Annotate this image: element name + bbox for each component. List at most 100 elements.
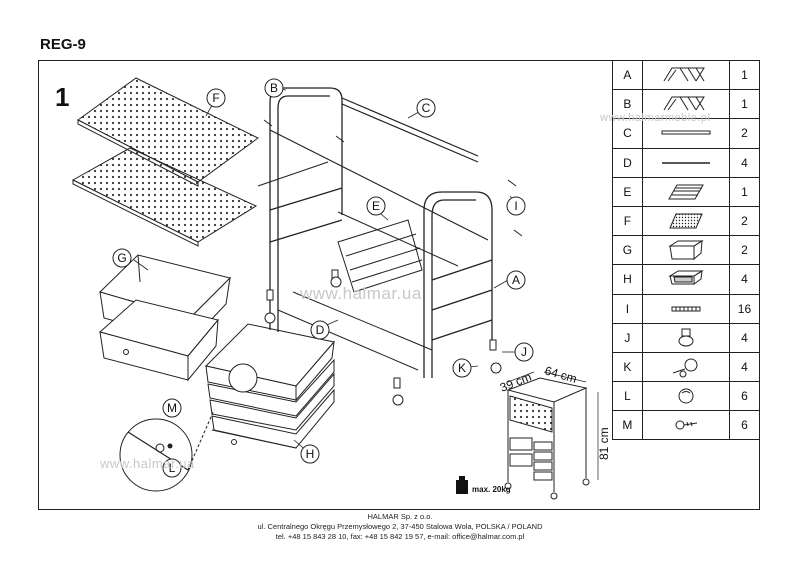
part-quantity: 4 [728,147,761,178]
part-quantity: 4 [728,351,761,383]
part-quantity: 6 [728,410,761,441]
part-letter: F [612,205,643,237]
footer-contact: tel. +48 15 843 28 10, fax: +48 15 842 1… [275,532,525,541]
exploded-assembly-drawing [71,77,599,500]
part-quantity: 4 [728,322,761,353]
part-letter: A [612,59,643,91]
deep-drawer-icon [641,235,730,266]
rod-icon [641,147,730,178]
deep-drawer-lower [98,299,219,382]
part-letter: L [612,381,643,412]
callout-k-circle [452,358,472,378]
side-frame-a [423,191,493,378]
callout-b-circle [264,78,284,98]
bolt-icon [641,410,730,441]
callout-d-circle [310,320,330,340]
part-letter: H [612,264,643,295]
part-quantity: 2 [728,235,761,266]
max-load-label: max. 20kg [472,485,511,494]
screws-i [263,119,523,237]
part-quantity: 4 [728,264,761,295]
callout-e-circle [366,196,386,216]
frame-bars-icon [641,89,730,120]
long-bar-icon [641,118,730,149]
mesh-panel-icon [641,205,730,237]
callout-a: A [512,273,520,287]
callout-i-circle [506,196,526,216]
callout-f-circle [206,88,226,108]
casters-j-k [264,269,502,406]
callout-c: C [422,101,431,115]
diagram-frame [38,60,760,510]
part-letter: J [612,322,643,353]
callout-layer: F B C E G D I A J K M L H 39 cm 64 cm 81… [112,78,611,494]
part-letter: K [612,351,643,383]
dim-height: 81 cm [597,427,611,460]
callout-j-circle [514,342,534,362]
part-quantity: 1 [728,176,761,207]
part-quantity: 1 [728,59,761,91]
part-letter: E [612,176,643,207]
shallow-drawer-icon [641,264,730,295]
caster-icon [641,322,730,353]
footer-address: ul. Centralnego Okręgu Przemysłowego 2, … [257,522,543,531]
part-letter: B [612,89,643,120]
callout-m-circle [162,398,182,418]
step-number: 1 [55,82,70,112]
callout-h: H [306,447,315,461]
footer: HALMAR Sp. z o.o. ul. Centralnego Okręgu… [0,512,800,542]
callout-j: J [521,345,527,359]
part-letter: I [612,293,643,324]
screw-icon [641,293,730,324]
callout-b: B [270,81,278,95]
callout-i: I [514,199,517,213]
callout-a-circle [506,270,526,290]
part-letter: G [612,235,643,266]
weight-icon [456,476,468,494]
slide-rack-e [337,219,423,293]
rods-d [257,161,459,371]
callout-c-circle [416,98,436,118]
callout-g-circle [112,248,132,268]
callout-k: K [458,361,466,375]
mesh-panel-bottom [71,147,258,247]
assembled-cabinet-preview [504,371,599,500]
part-quantity: 2 [728,118,761,149]
part-quantity: 16 [728,293,761,324]
callout-h-circle [300,444,320,464]
slide-rack-icon [641,176,730,207]
part-quantity: 1 [728,89,761,120]
locking-caster-icon [641,351,730,383]
dim-depth: 39 cm [498,370,534,395]
dim-width: 64 cm [543,363,578,385]
callout-m: M [167,401,177,415]
part-letter: M [612,410,643,441]
callout-g: G [117,251,126,265]
part-quantity: 6 [728,381,761,412]
parts-row: I 16 [612,293,761,324]
footer-company: HALMAR Sp. z o.o. [367,512,433,521]
part-letter: C [612,118,643,149]
long-bars-c [269,97,489,241]
callout-l: L [169,461,176,475]
callout-e: E [372,199,380,213]
part-letter: D [612,147,643,178]
frame-bars-icon [641,59,730,91]
knob-icon [641,381,730,412]
callout-l-circle [162,458,182,478]
callout-f: F [212,91,219,105]
part-quantity: 2 [728,205,761,237]
